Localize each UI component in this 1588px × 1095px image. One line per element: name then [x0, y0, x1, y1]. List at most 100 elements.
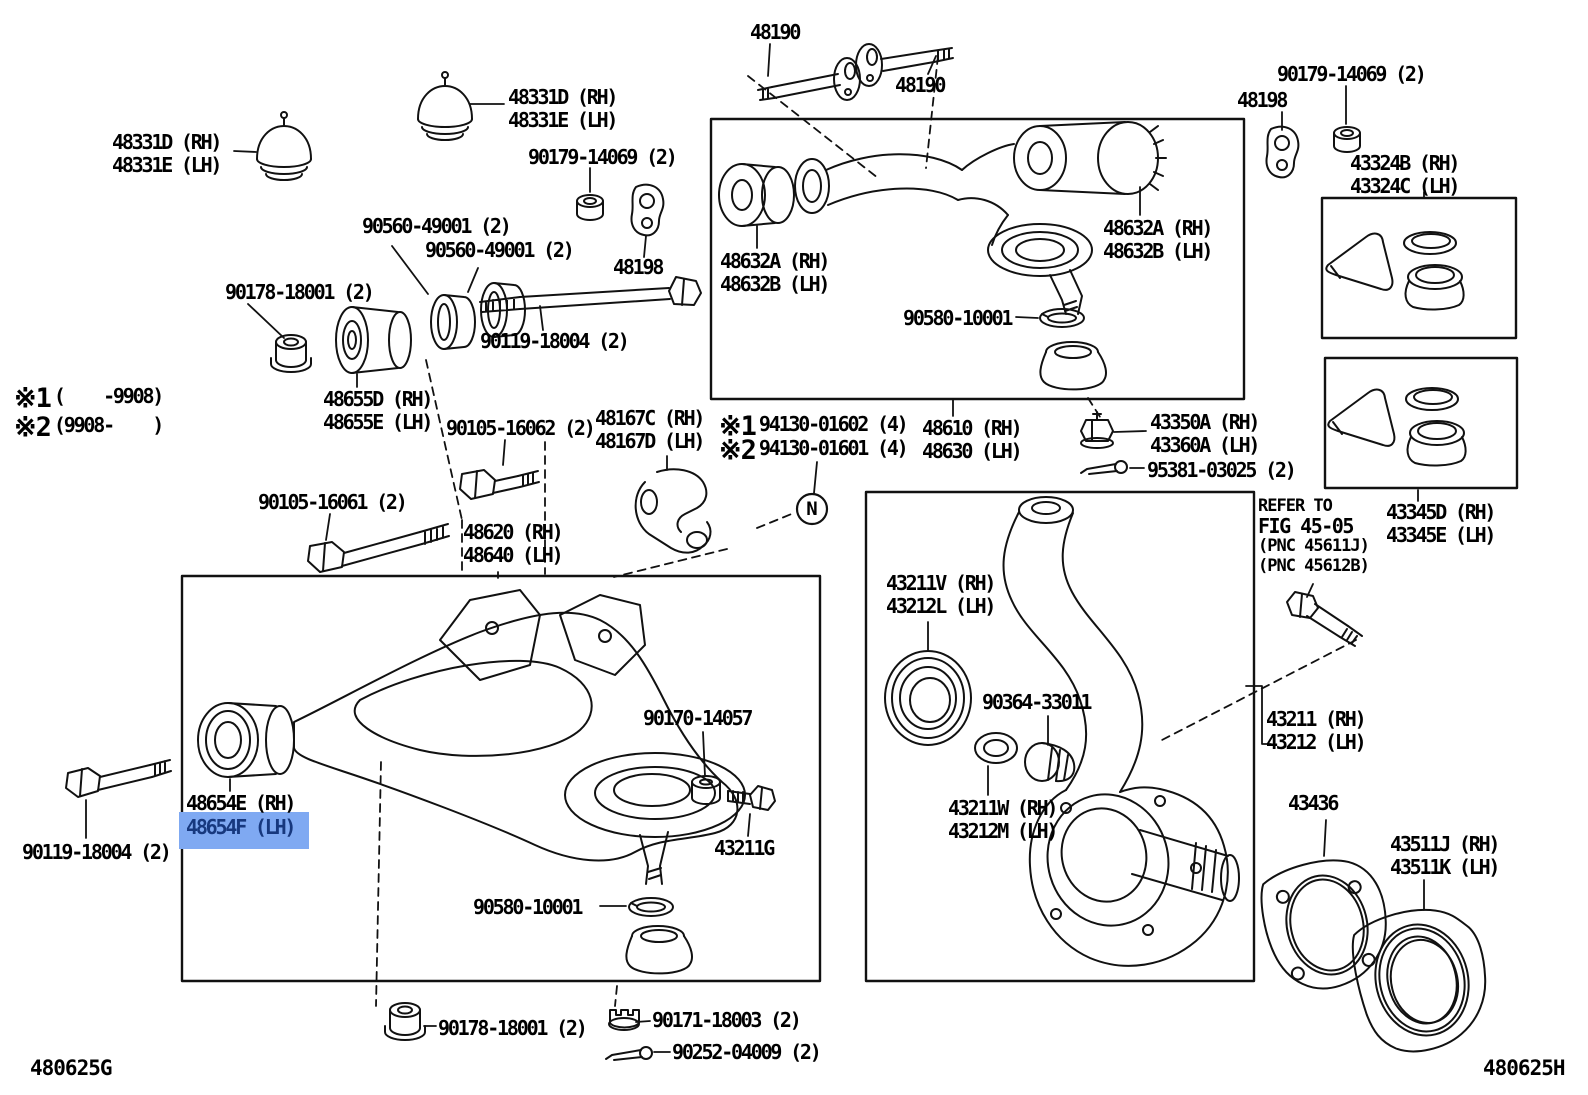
figure-code-left: 480625G	[30, 1056, 113, 1080]
bushing-48655	[335, 306, 412, 374]
part-number: 43212L (LH)	[886, 594, 996, 618]
part-number: 43324C (LH)	[1350, 174, 1460, 198]
label-48654f-highlighted: 48654F (LH)	[186, 815, 296, 839]
label-48655: 48655D (RH) 48655E (LH)	[323, 387, 433, 434]
label-48654e: 48654E (RH)	[186, 791, 296, 815]
boot-kit-parts-2	[1327, 387, 1467, 467]
label-48632-1: 48632A (RH) 48632B (LH)	[720, 250, 830, 296]
snap-ring-upper	[1039, 308, 1085, 328]
label-43436: 43436	[1288, 791, 1339, 815]
leader-lines	[85, 43, 1425, 1053]
note-marker: ※1	[719, 411, 757, 442]
refer-block: REFER TO FIG 45-05 (PNC 45611J) (PNC 456…	[1258, 496, 1370, 576]
part-number: 43511J (RH)	[1390, 832, 1500, 856]
cotter-pin-95381	[1080, 460, 1128, 475]
boot-kit-box-2	[1323, 356, 1519, 490]
label-90580-2: 90580-10001	[473, 895, 583, 919]
refer-line: (PNC 45612B)	[1258, 556, 1370, 576]
label-43211w: 43211W (RH) 43212M (LH)	[948, 796, 1058, 843]
bolt-90119-2	[65, 759, 172, 798]
label-43350: 43350A (RH) 43360A (LH)	[1150, 411, 1260, 457]
label-90170: 90170-14057	[643, 706, 753, 730]
snap-ring-lower	[628, 897, 674, 917]
nut-90179-1	[576, 194, 604, 221]
upper-control-arm-drawing	[718, 121, 1167, 315]
label-48331-2: 48331D (RH) 48331E (LH)	[508, 85, 618, 132]
note-text: ( -9908)	[53, 384, 164, 408]
ball-joint-cover-1	[256, 111, 312, 181]
label-48620: 48620 (RH) 48640 (LH)	[463, 520, 564, 567]
figure-code-right: 480625H	[1483, 1056, 1566, 1080]
part-number: 48610 (RH)	[922, 416, 1023, 440]
bolt-43211g	[727, 785, 776, 811]
ball-joint-cover-2	[417, 71, 473, 141]
note-marker: ※2	[14, 412, 52, 443]
cotter-pin-90252	[605, 1046, 653, 1061]
label-48167: 48167C (RH) 48167D (LH)	[595, 407, 705, 453]
note-marker: ※2	[719, 435, 757, 466]
refer-line: REFER TO	[1258, 496, 1333, 516]
label-90105-16061: 90105-16061 (2)	[258, 490, 408, 514]
n-marker-circle	[795, 492, 829, 526]
part-number: 48620 (RH)	[463, 520, 564, 544]
part-number: 43360A (LH)	[1150, 433, 1260, 457]
label-48632-2: 48632A (RH) 48632B (LH)	[1103, 217, 1213, 263]
lower-control-arm-drawing	[197, 589, 746, 885]
gasket-43436	[1260, 859, 1387, 990]
note-2: ※2(9908- )	[14, 413, 164, 442]
steering-knuckle-drawing	[1002, 496, 1240, 967]
part-number: 43212 (LH)	[1266, 730, 1367, 754]
part-number: 48632B (LH)	[720, 272, 830, 296]
part-number: 43211W (RH)	[948, 796, 1058, 820]
label-48190-2: 48190	[895, 73, 946, 97]
part-number: 43211V (RH)	[886, 571, 996, 595]
part-number: 48167D (LH)	[595, 429, 705, 453]
label-90580-1: 90580-10001	[903, 306, 1013, 330]
nut-43350	[1080, 411, 1114, 449]
dust-boot-upper	[1039, 341, 1107, 391]
label-90119-2: 90119-18004 (2)	[22, 840, 172, 864]
label-48610: 48610 (RH) 48630 (LH)	[922, 416, 1023, 463]
highlight-48654f	[179, 812, 309, 849]
note-text: (9908- )	[53, 413, 164, 437]
label-90105-16062: 90105-16062 (2)	[446, 416, 596, 440]
part-number: 48331E (LH)	[508, 108, 618, 132]
lower-arm-box	[180, 574, 822, 983]
dust-boot-lower	[625, 925, 693, 975]
label-90179-1: 90179-14069 (2)	[528, 145, 678, 169]
part-number: 48655E (LH)	[323, 410, 433, 434]
bearing-90364	[1024, 742, 1076, 783]
knuckle-seal-43211w	[974, 732, 1018, 764]
bolt-90105-16061	[307, 523, 450, 573]
label-48331-1: 48331D (RH) 48331E (LH)	[112, 131, 222, 177]
knuckle-seal-43211v	[884, 650, 972, 746]
label-43345: 43345D (RH) 43345E (LH)	[1386, 500, 1496, 547]
part-number: 48655D (RH)	[323, 387, 433, 411]
part-number: 48632B (LH)	[1103, 239, 1213, 263]
part-number: 94130-01602 (4)	[758, 412, 909, 436]
bolt-90119-1	[479, 276, 702, 313]
label-90178-1: 90178-18001 (2)	[225, 280, 375, 304]
bolt-refer-fig	[1286, 591, 1363, 647]
part-number: 43511K (LH)	[1390, 855, 1500, 879]
part-number: 43345E (LH)	[1386, 523, 1496, 547]
nut-90178-2	[384, 1002, 426, 1041]
part-number: 48630 (LH)	[922, 439, 1023, 463]
label-48198-1: 48198	[613, 255, 664, 279]
group-boxes	[180, 117, 1519, 983]
label-43211: 43211 (RH) 43212 (LH)	[1266, 708, 1367, 754]
knuckle-box	[864, 490, 1256, 983]
part-number: 94130-01601 (4)	[758, 436, 909, 460]
bracket-48198-2	[1265, 125, 1300, 179]
refer-line: FIG 45-05	[1258, 514, 1354, 538]
label-90179-2: 90179-14069 (2)	[1277, 62, 1427, 86]
upper-arm-box	[709, 117, 1246, 401]
part-number: 48331D (RH)	[508, 85, 618, 109]
label-43324: 43324B (RH) 43324C (LH)	[1350, 152, 1460, 198]
seal-43511	[1351, 908, 1487, 1053]
part-number: 43345D (RH)	[1386, 500, 1496, 524]
label-90560-2: 90560-49001 (2)	[425, 238, 575, 262]
